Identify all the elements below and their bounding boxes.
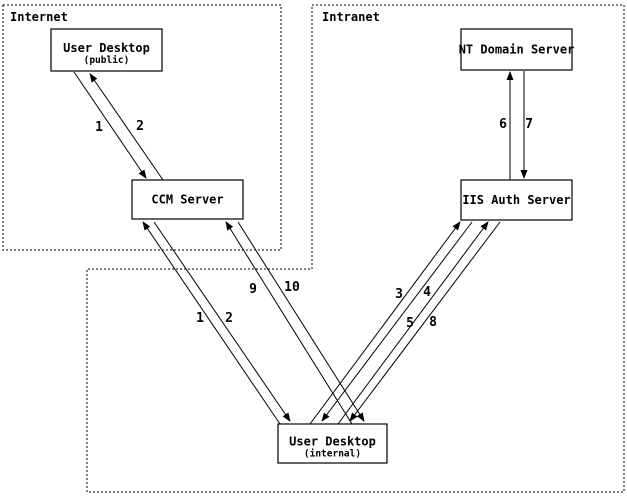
edge-6-label: 6 [499, 117, 507, 132]
node-user-desktop-public-label: User Desktop [63, 41, 150, 55]
edge-1-public-line [73, 71, 147, 179]
node-nt-domain-server-label: NT Domain Server [459, 43, 575, 57]
node-nt-domain-server [460, 28, 573, 71]
node-iis-auth-server-label: IIS Auth Server [462, 193, 570, 207]
edge-5-label: 5 [406, 316, 414, 331]
internet-label: Internet [10, 10, 68, 24]
edge-2-public-label: 2 [136, 119, 144, 134]
node-user-desktop-internal [277, 423, 388, 464]
node-user-desktop-internal-label: User Desktop [289, 435, 376, 449]
edge-5-line [337, 221, 489, 425]
internet-boundary [2, 4, 282, 251]
node-user-desktop-public [50, 28, 163, 72]
edge-9-label: 9 [249, 282, 257, 297]
edge-2-public-line [89, 73, 164, 181]
edge-4-line [321, 221, 473, 422]
edge-1-public-label: 1 [95, 120, 103, 135]
edge-8-line [349, 221, 501, 422]
node-user-desktop-public-sublabel: (public) [84, 55, 130, 66]
node-iis-auth-server [460, 179, 573, 221]
intranet-boundary [86, 4, 625, 493]
edge-10-line [237, 221, 365, 422]
edge-7-label: 7 [525, 117, 533, 132]
edge-1-internal-line [142, 221, 281, 425]
edge-1-internal-label: 1 [196, 311, 204, 326]
edge-8-label: 8 [429, 315, 437, 330]
edge-3-line [309, 221, 461, 425]
edge-9-line [225, 221, 353, 425]
intranet-label: Intranet [322, 10, 380, 24]
node-ccm-server [131, 179, 244, 220]
node-ccm-server-label: CCM Server [151, 193, 223, 207]
node-user-desktop-internal-sublabel: (internal) [304, 449, 361, 460]
edge-2-internal-label: 2 [225, 311, 233, 326]
edge-2-internal-line [153, 221, 291, 422]
edge-10-label: 10 [284, 280, 300, 295]
edge-4-label: 4 [423, 285, 431, 300]
edge-3-label: 3 [395, 287, 403, 302]
